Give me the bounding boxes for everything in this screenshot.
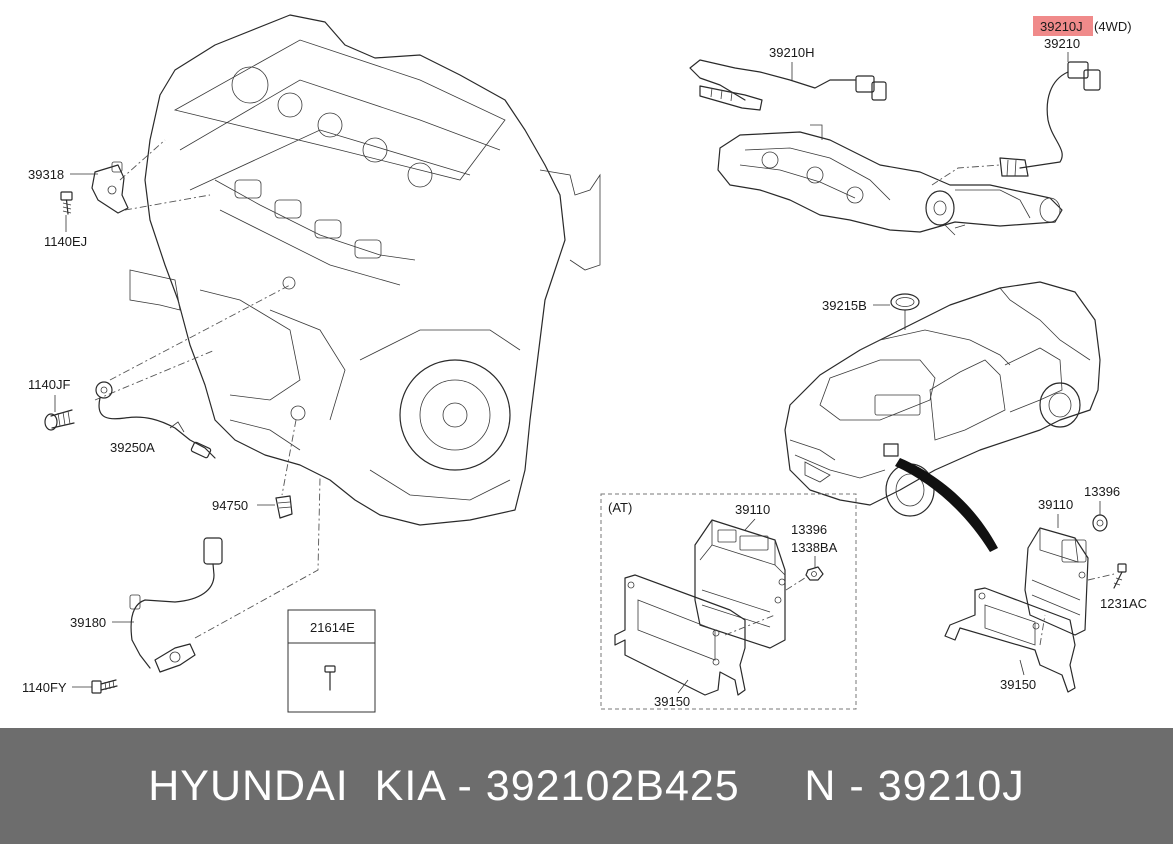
ecu-39110 [1024,527,1089,636]
label-13396-at: 13396 [791,522,827,537]
oil-pressure-switch-94750 [275,495,293,519]
label-39210J: 39210J [1040,19,1083,34]
vehicle-illustration [784,281,1101,517]
nut-1338BA [805,566,824,581]
ecu-group-at [600,493,857,710]
knock-sensor-39250A [95,381,216,459]
label-39150: 39150 [1000,677,1036,692]
label-at: (AT) [608,500,632,515]
exhaust-manifold [717,124,1063,236]
part-box-21614E [287,609,376,713]
parts-diagram: 39318 1140EJ 1140JF 39250A 94750 39180 1… [22,14,1147,713]
label-39210H: 39210H [769,45,815,60]
label-13396: 13396 [1084,484,1120,499]
label-39215B: 39215B [822,298,867,313]
bracket-39150 [944,587,1076,693]
bolt-1231AC [1113,563,1127,589]
bracket-39150-at [614,574,746,696]
front-oxygen-sensor-39210H [689,59,887,111]
camshaft-sensor-39318 [91,161,129,214]
label-1140FY: 1140FY [22,680,67,695]
gasket-39215B [890,293,920,311]
label-4wd: (4WD) [1094,19,1132,34]
footer-part-number-text: HYUNDAI KIA - 392102B425 N - 39210J [148,761,1025,810]
label-1140EJ: 1140EJ [44,234,87,249]
washer-13396 [1092,514,1108,532]
bolt-1140JF [44,409,75,431]
ecu-39110-at [694,519,786,649]
highlight-39210J [1033,16,1093,36]
engine-assembly [129,14,601,526]
part-number-footer: HYUNDAI KIA - 392102B425 N - 39210J [0,728,1173,844]
label-94750: 94750 [212,498,248,513]
crankshaft-sensor-39180 [129,537,223,673]
label-39110: 39110 [1038,497,1073,512]
label-39250A: 39250A [110,440,155,455]
label-1338BA: 1338BA [791,540,838,555]
label-39210: 39210 [1044,36,1080,51]
pointer-arrow [895,458,998,552]
label-21614E: 21614E [310,620,355,635]
rear-oxygen-sensor-39210 [999,61,1101,177]
label-39150-at: 39150 [654,694,690,709]
bolt-1140FY [91,679,118,694]
label-39318: 39318 [28,167,64,182]
label-1140JF: 1140JF [28,377,70,392]
label-39110-at: 39110 [735,502,770,517]
bolt-1140EJ [60,191,73,215]
label-1231AC: 1231AC [1100,596,1147,611]
label-39180: 39180 [70,615,106,630]
